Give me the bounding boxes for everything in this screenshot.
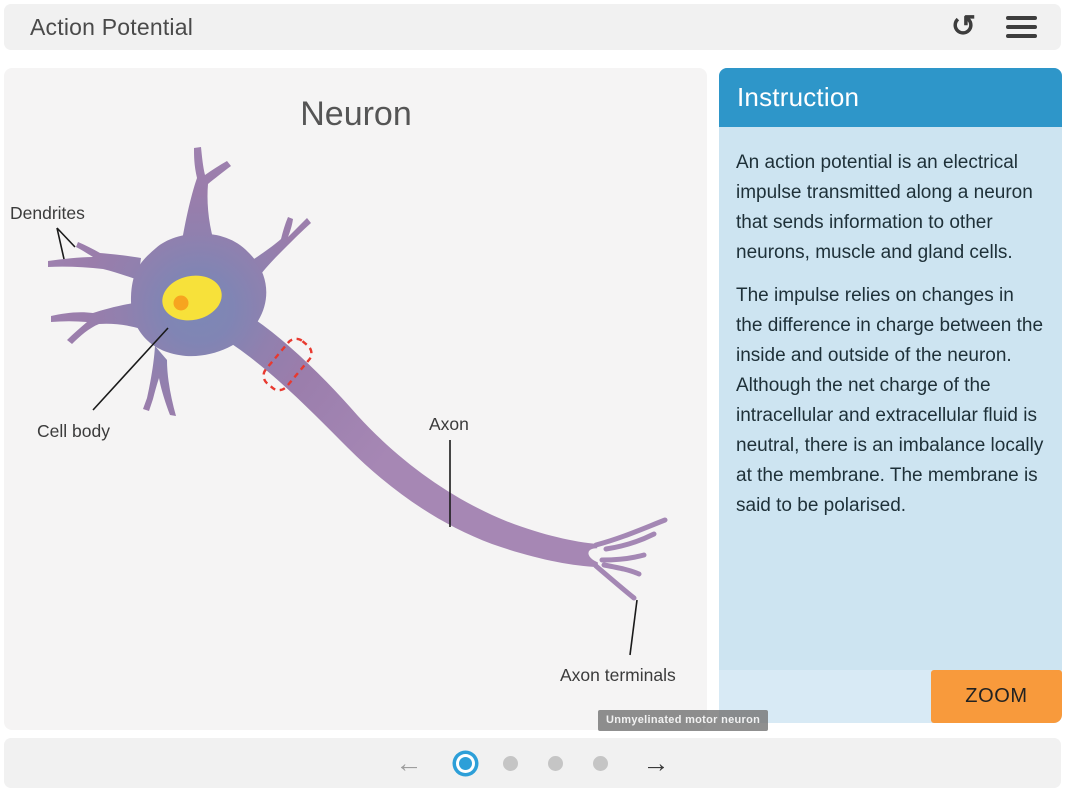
instruction-header: Instruction bbox=[719, 68, 1062, 127]
menu-button[interactable] bbox=[1004, 14, 1039, 40]
diagram-title: Neuron bbox=[300, 95, 412, 133]
dendrite-shape bbox=[234, 217, 311, 290]
instruction-body: An action potential is an electrical imp… bbox=[719, 127, 1062, 670]
dendrites-label: Dendrites bbox=[10, 203, 85, 223]
hamburger-icon bbox=[1006, 16, 1037, 38]
dendrites-pointer-line bbox=[56, 227, 65, 260]
cell-body-pointer-line bbox=[92, 327, 169, 411]
instruction-footer: ZOOM bbox=[719, 670, 1062, 723]
unmyelinated-region-highlight[interactable] bbox=[259, 335, 315, 394]
header-actions: ↺ bbox=[949, 11, 1061, 43]
page-dot-4[interactable] bbox=[592, 755, 608, 771]
pagination-bar: ← → bbox=[4, 738, 1061, 788]
reset-icon: ↺ bbox=[950, 10, 976, 43]
app-title: Action Potential bbox=[30, 13, 194, 40]
diagram-panel: Neuron bbox=[4, 68, 707, 730]
instruction-panel: Instruction An action potential is an el… bbox=[719, 68, 1062, 723]
page-dot-1[interactable] bbox=[458, 756, 472, 770]
instruction-title: Instruction bbox=[737, 82, 860, 112]
axon-terminals-shape bbox=[593, 517, 668, 601]
zoom-button[interactable]: ZOOM bbox=[931, 670, 1062, 723]
next-arrow-button[interactable]: → bbox=[637, 749, 676, 777]
instruction-paragraph: An action potential is an electrical imp… bbox=[736, 152, 1033, 263]
prev-arrow-button[interactable]: ← bbox=[390, 749, 429, 777]
nucleolus-shape bbox=[173, 295, 189, 311]
reset-button[interactable]: ↺ bbox=[949, 11, 978, 43]
axon-label: Axon bbox=[429, 414, 469, 434]
app-header: Action Potential ↺ bbox=[4, 4, 1061, 50]
page-dot-3[interactable] bbox=[547, 755, 563, 771]
dendrite-shape bbox=[143, 346, 176, 416]
cell-body-label: Cell body bbox=[37, 421, 110, 441]
tooltip: Unmyelinated motor neuron bbox=[598, 710, 769, 731]
axon-terminals-pointer-line bbox=[629, 599, 638, 656]
neuron-illustration bbox=[48, 147, 598, 567]
dendrites-pointer-line bbox=[56, 227, 76, 248]
axon-shape bbox=[216, 306, 598, 567]
axon-terminals-label: Axon terminals bbox=[560, 665, 676, 685]
instruction-paragraph: The impulse relies on changes in the dif… bbox=[736, 285, 1044, 516]
page-dot-2[interactable] bbox=[502, 755, 518, 771]
dendrite-shape bbox=[51, 302, 141, 344]
dendrite-shape bbox=[48, 242, 141, 280]
dendrite-shape bbox=[178, 147, 231, 266]
neuron-diagram: Neuron bbox=[10, 95, 676, 685]
